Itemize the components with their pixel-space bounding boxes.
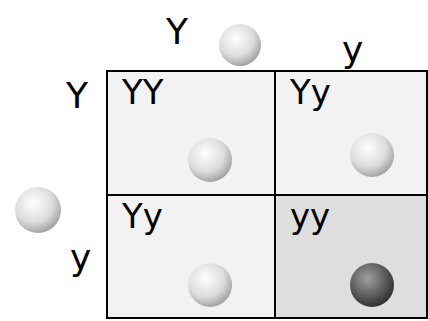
allele-label: y <box>342 30 363 70</box>
cell-ground <box>274 194 428 319</box>
genotype: Yy <box>122 198 163 235</box>
cell-ground <box>106 194 274 319</box>
genotype: Yy <box>290 74 331 111</box>
allele-label: Y <box>166 12 188 52</box>
punnett-cell: YY <box>106 70 276 196</box>
punnett-cell: Yy <box>274 70 428 196</box>
punnett-cell: Yy <box>106 194 276 319</box>
allele-label: y <box>70 238 91 278</box>
pea <box>188 138 232 182</box>
allele-label: Y <box>66 76 88 116</box>
genotype: YY <box>122 74 164 111</box>
cell-ground <box>106 70 274 194</box>
pea <box>15 187 61 233</box>
pea <box>350 263 394 307</box>
cell-ground <box>274 70 428 194</box>
pea <box>219 24 261 66</box>
pea <box>350 133 394 177</box>
punnett-cell: yy <box>274 194 428 319</box>
pea <box>188 263 232 307</box>
genotype: yy <box>290 198 330 235</box>
